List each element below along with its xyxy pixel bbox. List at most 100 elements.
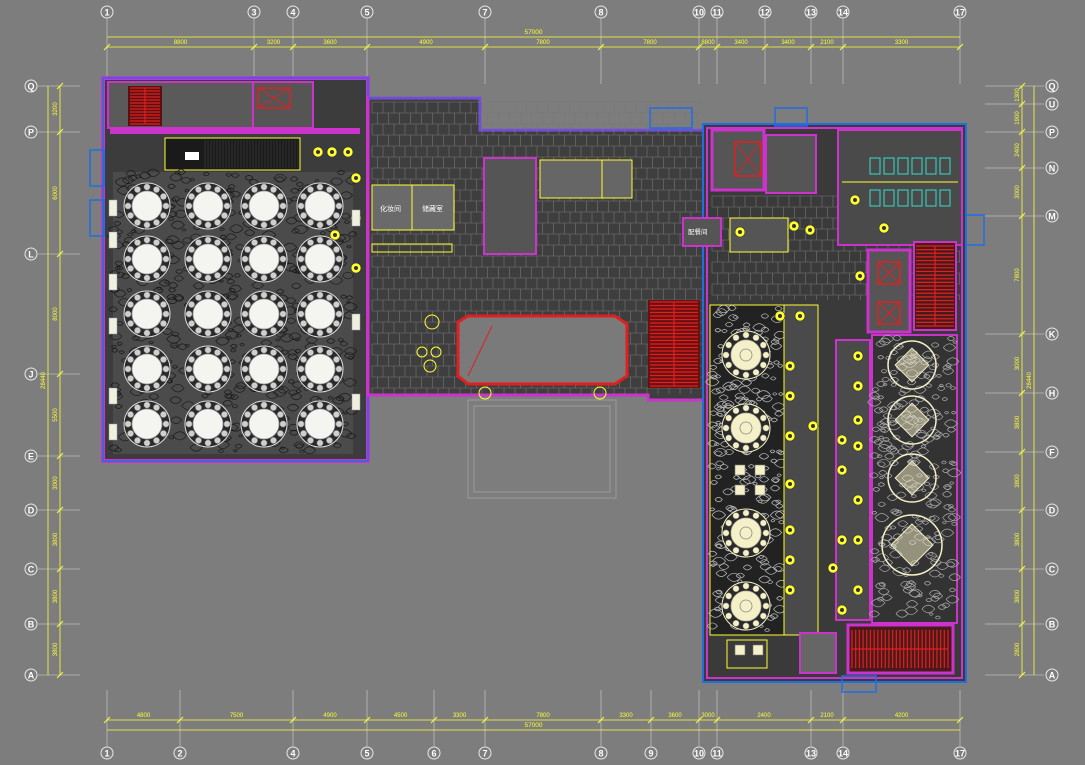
dim-left-segment: 3800 [53,589,59,603]
dim-right-segment: 3800 [1015,415,1021,429]
dim-bottom-segment: 3000 [701,713,715,719]
axis-label: 14 [838,8,848,18]
east-hall-table [887,340,937,390]
banquet-table [296,345,344,393]
axis-right-K: K [1045,327,1059,341]
dim-bottom-segment: 4500 [394,713,408,719]
light-fixture-icon [827,562,839,574]
axis-bottom-14: 14 [836,746,850,760]
terrace-outline [467,399,617,499]
axis-left-Q: Q [24,79,38,93]
toilet-stall [911,157,923,175]
axis-label: 1 [104,749,109,759]
dim-top-segment: 3400 [734,40,748,46]
light-fixture-icon [878,222,890,234]
axis-top-14: 14 [836,5,850,19]
axis-top-8: 8 [594,5,608,19]
axis-label: C [1049,565,1056,575]
axis-bottom-9: 9 [644,746,658,760]
light-fixture-icon [852,534,864,546]
private-dining-table [721,508,771,558]
dim-bottom-segment: 7500 [230,713,244,719]
axis-right-A: A [1045,668,1059,682]
light-fixture-icon [852,584,864,596]
dim-bottom-segment: 2100 [820,713,834,719]
axis-label: L [28,250,34,260]
light-fixture-icon [836,604,848,616]
axis-label: 7 [482,749,487,759]
axis-right-U: U [1045,97,1059,111]
east-hall-table-groups [881,340,943,576]
axis-bottom-6: 6 [427,746,441,760]
toilet-stall [897,157,909,175]
west-banquet-hall [89,76,370,463]
banquet-table [296,182,344,230]
axis-label: D [1049,506,1056,516]
dim-top-segment: 4900 [419,40,433,46]
dim-top-segment: 8800 [701,40,715,46]
axis-label: 3 [251,8,256,18]
toilet-stall [939,157,951,175]
lighting-fixtures [108,146,890,616]
dim-bottom-segment: 3300 [619,713,633,719]
axis-label: 13 [806,749,816,759]
stair-northwest [128,86,291,126]
axis-bottom-2: 2 [173,746,187,760]
dim-right-segment: 2800 [1015,642,1021,656]
axis-bottom-13: 13 [804,746,818,760]
axis-label: K [1049,330,1056,340]
axis-left-A: A [24,668,38,682]
light-fixture-icon [854,270,866,282]
banquet-tables-west [123,182,344,448]
axis-label: J [28,370,33,380]
light-fixture-icon [734,226,746,238]
toilet-stall [939,189,951,207]
light-fixture-icon [852,494,864,506]
axis-right-C: C [1045,562,1059,576]
small-table [754,464,766,476]
axis-left-D: D [24,503,38,517]
light-fixture-icon [852,380,864,392]
light-fixture-icon [804,224,816,236]
east-wing: 配餐间 [649,107,985,693]
wall-panel [351,209,361,227]
axis-label: 5 [364,749,369,759]
axis-top-4: 4 [286,5,300,19]
dim-left-segment: 8000 [53,307,59,321]
dim-top-total: 57000 [524,29,542,36]
dim-left-total: 28440 [41,371,47,388]
axis-label: 17 [955,8,965,18]
light-fixture-icon [784,554,796,566]
light-fixture-icon [784,478,796,490]
banquet-table [184,290,232,338]
light-fixture-icon [350,262,362,274]
axis-top-7: 7 [478,5,492,19]
axis-label: A [1049,671,1056,681]
axis-label: 13 [806,8,816,18]
east-hall-table [881,514,943,576]
axis-label: C [28,565,35,575]
axis-label: 8 [598,749,603,759]
light-fixture-icon [807,420,819,432]
dim-top-segment: 8800 [174,40,188,46]
dim-right-total: 28440 [1027,371,1033,388]
axis-label: Q [27,82,34,92]
toilet-stall [869,157,881,175]
light-fixture-icon [788,220,800,232]
banquet-table [240,235,288,283]
toilet-stall [897,189,909,207]
private-dining-tables [721,330,771,656]
dim-top-segment: 7800 [536,40,550,46]
axis-right-H: H [1045,386,1059,400]
east-hall-table [887,395,937,445]
light-fixture-icon [852,440,864,452]
room-label-a: 化妆间 [380,204,401,213]
axis-label: 2 [177,749,182,759]
stair-northeast [916,245,954,327]
banquet-table [123,400,171,448]
toilet-stall [911,189,923,207]
axis-right-F: F [1045,445,1059,459]
